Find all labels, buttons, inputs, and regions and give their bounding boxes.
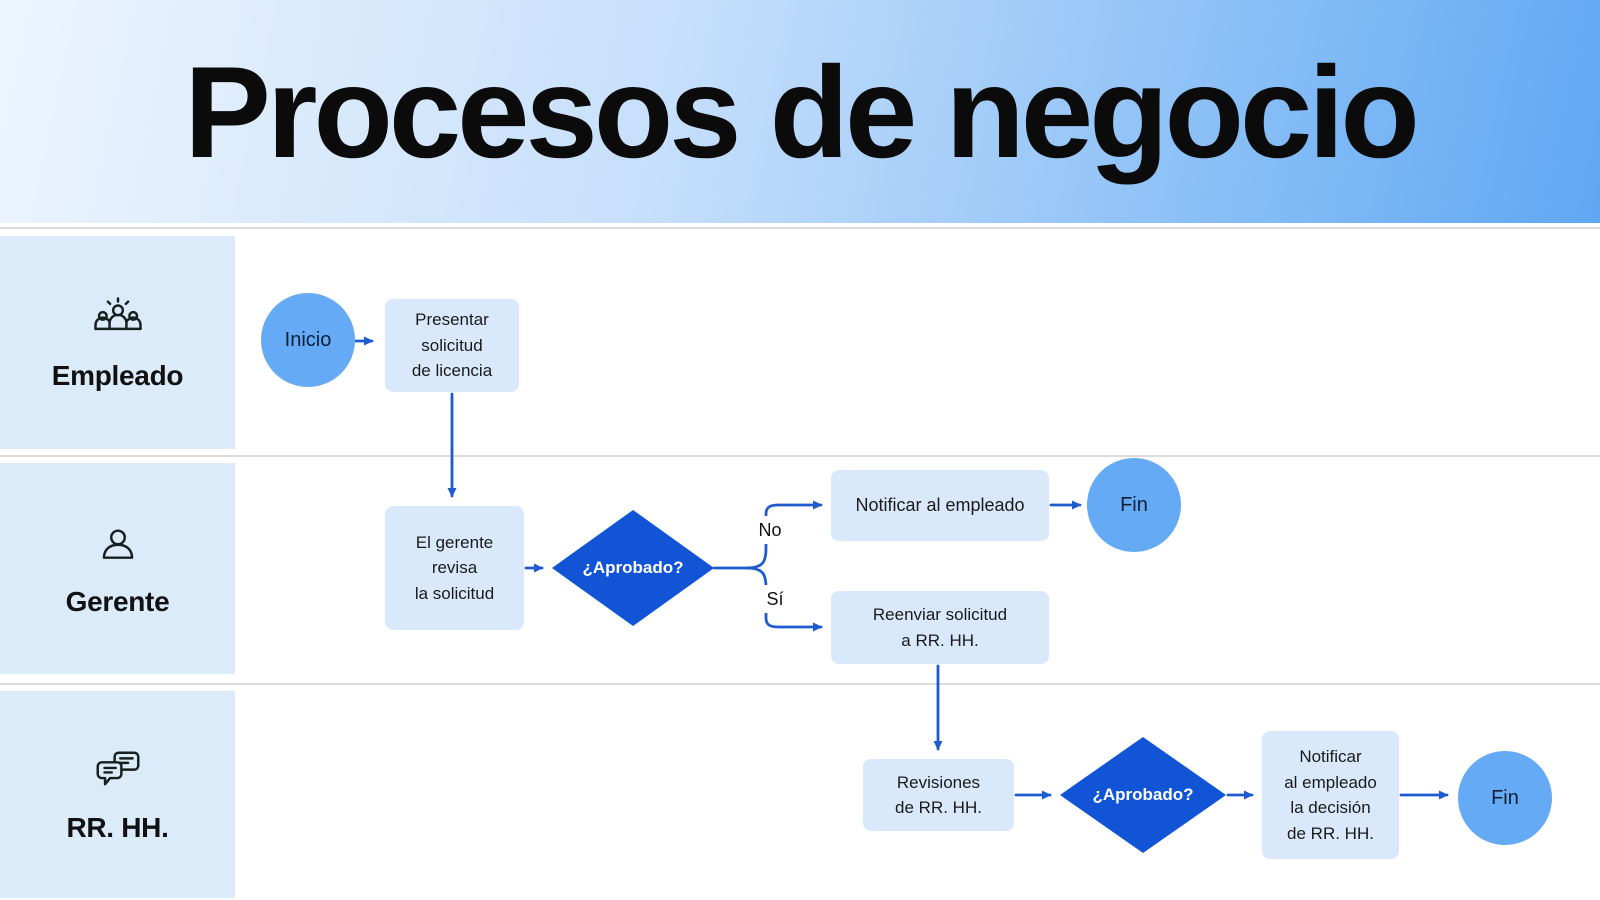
person-icon <box>102 528 133 559</box>
process-notificar-decision: Notificar al empleado la decisión de RR.… <box>1262 731 1399 859</box>
decision-aprobado-rrhh-label: ¿Aprobado? <box>1092 785 1194 804</box>
lane-name: RR. HH. <box>66 811 169 843</box>
process-notificar-empleado: Notificar al empleado <box>831 470 1049 541</box>
team-icon <box>93 296 142 330</box>
chat-bubbles-icon <box>96 751 139 785</box>
lane-name: Empleado <box>51 359 184 391</box>
process-revisiones-rrhh: Revisiones de RR. HH. <box>863 759 1014 831</box>
lane-divider <box>0 683 1600 685</box>
lane-label-rrhh: RR. HH. <box>0 691 235 898</box>
header-banner: Procesos de negocio <box>0 0 1600 223</box>
start-node-inicio: Inicio <box>261 293 355 387</box>
lane-divider <box>0 227 1600 229</box>
edge-label-no: No <box>750 516 790 544</box>
page-title: Procesos de negocio <box>184 38 1420 185</box>
lane-label-empleado: Empleado <box>0 236 235 449</box>
edge-label-si: Sí <box>755 585 795 613</box>
process-gerente-revisa: El gerente revisa la solicitud <box>385 506 524 630</box>
end-node-fin-rrhh: Fin <box>1458 751 1552 845</box>
end-node-fin-gerente: Fin <box>1087 458 1181 552</box>
lane-name: Gerente <box>65 585 170 617</box>
lane-label-gerente: Gerente <box>0 463 235 674</box>
lane-divider <box>0 455 1600 457</box>
decision-aprobado-gerente-label: ¿Aprobado? <box>582 558 684 577</box>
process-reenviar-solicitud: Reenviar solicitud a RR. HH. <box>831 591 1049 664</box>
process-presentar-solicitud: Presentar solicitud de licencia <box>385 299 519 392</box>
